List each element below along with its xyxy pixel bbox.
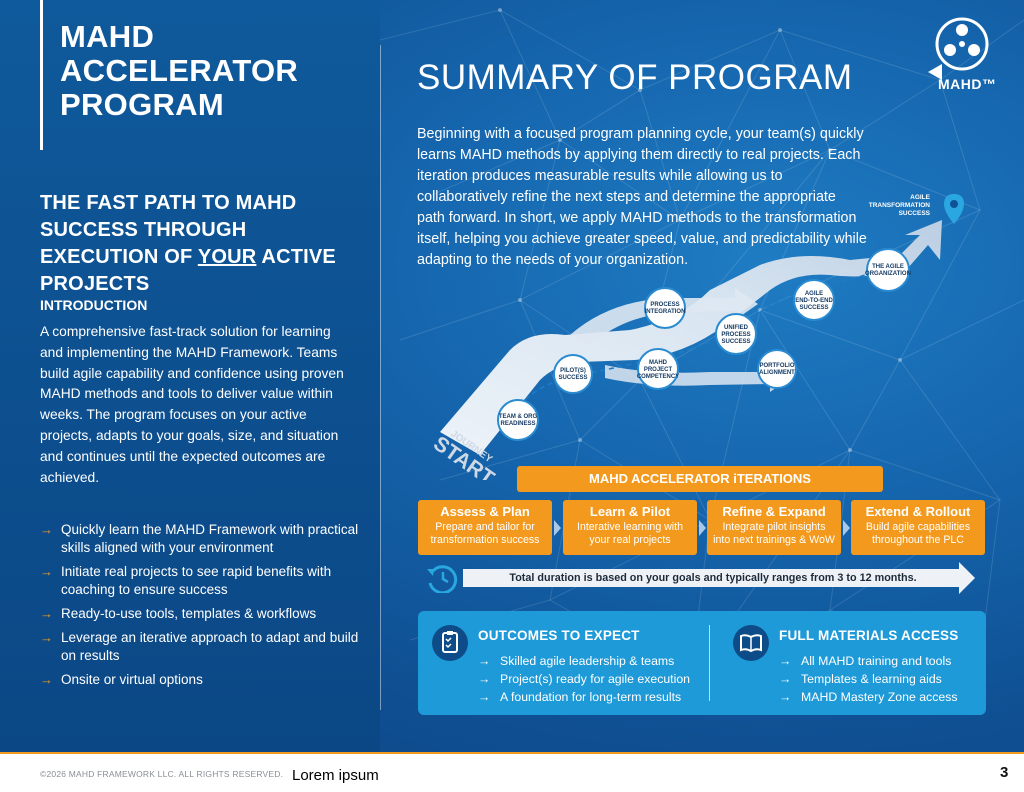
journey-diagram: JOURNEY START AGILE TRANSFORMATION SUCCE…: [429, 194, 964, 480]
duration-arrow: [463, 562, 975, 594]
svg-text:THE AGILE: THE AGILE: [872, 264, 904, 270]
phase-assess-plan: Assess & Plan Prepare and tailor for tra…: [418, 500, 552, 555]
phase-chevron-icon: [843, 520, 850, 536]
title-accent-bar: [40, 0, 43, 150]
arrow-right-icon: →: [40, 564, 53, 579]
svg-text:INTEGRATION: INTEGRATION: [645, 309, 686, 315]
phase-refine-expand: Refine & Expand Integrate pilot insights…: [707, 500, 841, 555]
list-item: →Project(s) ready for agile execution: [478, 672, 691, 686]
program-subtitle: THE FAST PATH TO MAHD SUCCESS THROUGH EX…: [40, 192, 336, 295]
milestone-team-org-readiness: TEAM & ORG READINESS: [497, 399, 539, 441]
milestone-agile-end-to-end: AGILE END-TO-END SUCCESS: [793, 279, 835, 321]
svg-text:ALIGNMENT: ALIGNMENT: [759, 370, 795, 376]
goal-label-line1: AGILE: [910, 194, 931, 201]
mahd-logo: [928, 17, 989, 80]
svg-text:PROCESS: PROCESS: [650, 302, 679, 308]
arrow-right-icon: →: [779, 654, 792, 668]
bullet-item: →Initiate real projects to see rapid ben…: [40, 564, 332, 597]
milestone-process-integration: PROCESS INTEGRATION: [644, 287, 686, 329]
arrow-right-icon: →: [779, 690, 792, 704]
list-item: →MAHD Mastery Zone access: [779, 690, 958, 704]
footer-caption: Lorem ipsum: [292, 767, 379, 784]
list-item: →All MAHD training and tools: [779, 654, 952, 668]
lower-branch-path: [605, 363, 790, 392]
outcomes-divider: [709, 625, 710, 701]
svg-text:PROCESS: PROCESS: [721, 332, 750, 338]
svg-text:PORTFOLIO: PORTFOLIO: [760, 363, 795, 369]
journey-path: [440, 220, 942, 455]
milestone-project-competency: MAHD PROJECT COMPETENCY: [637, 348, 679, 390]
copyright-text: ©2026 MAHD FRAMEWORK LLC. ALL RIGHTS RES…: [40, 769, 284, 779]
arrow-right-icon: →: [478, 690, 491, 704]
phase-chevron-icon: [699, 520, 706, 536]
milestone-agile-organization: THE AGILE ORGANIZATION: [865, 248, 911, 292]
summary-title: SUMMARY OF PROGRAM: [417, 58, 853, 97]
goal-label-line3: SUCCESS: [899, 210, 931, 217]
milestone-pilots-success: PILOT(S) SUCCESS: [553, 354, 593, 394]
svg-text:UNIFIED: UNIFIED: [724, 325, 749, 331]
phase-chevron-icon: [554, 520, 561, 536]
svg-text:ORGANIZATION: ORGANIZATION: [865, 271, 911, 277]
svg-text:END-TO-END: END-TO-END: [795, 298, 833, 304]
phase-extend-rollout: Extend & Rollout Build agile capabilitie…: [851, 500, 985, 555]
bullet-item: →Onsite or virtual options: [40, 672, 203, 687]
outcomes-title: OUTCOMES TO EXPECT: [478, 628, 640, 643]
phase-learn-pilot: Learn & Pilot Interative learning with y…: [563, 500, 697, 555]
svg-text:SUCCESS: SUCCESS: [799, 305, 828, 311]
arrow-right-icon: →: [779, 672, 792, 686]
feature-bullet-list: →Quickly learn the MAHD Framework with p…: [40, 521, 370, 695]
svg-text:PILOT(S): PILOT(S): [560, 368, 586, 374]
arrow-right-icon: →: [478, 654, 491, 668]
introduction-heading: INTRODUCTION: [40, 297, 148, 313]
left-panel: [0, 0, 380, 752]
list-item: →Templates & learning aids: [779, 672, 942, 686]
upper-branch-path: [570, 288, 758, 345]
logo-wordmark: MAHD™: [938, 76, 997, 92]
clock-icon: [427, 565, 458, 593]
location-pin-icon: [944, 194, 964, 224]
materials-list: →All MAHD training and tools →Templates …: [779, 652, 958, 706]
svg-text:SUCCESS: SUCCESS: [558, 375, 587, 381]
svg-text:COMPETENCY: COMPETENCY: [637, 374, 679, 380]
column-divider: [380, 45, 381, 710]
goal-label-line2: TRANSFORMATION: [869, 202, 931, 209]
bullet-item: →Quickly learn the MAHD Framework with p…: [40, 522, 359, 555]
svg-text:SUCCESS: SUCCESS: [721, 339, 750, 345]
svg-text:TEAM & ORG: TEAM & ORG: [499, 414, 538, 420]
list-item: →Skilled agile leadership & teams: [478, 654, 675, 668]
svg-text:AGILE: AGILE: [805, 291, 823, 297]
milestone-portfolio-alignment: PORTFOLIO ALIGNMENT: [757, 349, 797, 389]
iterations-banner: MAHD ACCELERATOR iTERATIONS: [517, 466, 883, 492]
materials-title: FULL MATERIALS ACCESS: [779, 628, 959, 643]
summary-text: Beginning with a focused program plannin…: [417, 126, 867, 268]
duration-text: Total duration is based on your goals an…: [509, 572, 917, 584]
page-number: 3: [1000, 764, 1009, 781]
subtitle-emphasis: YOUR: [197, 246, 257, 268]
bullet-item: →Ready-to-use tools, templates & workflo…: [40, 606, 317, 621]
outcomes-list: →Skilled agile leadership & teams →Proje…: [478, 652, 690, 706]
checklist-icon: [432, 625, 468, 661]
list-item: →A foundation for long-term results: [478, 690, 682, 704]
arrow-right-icon: →: [40, 630, 53, 645]
arrow-right-icon: →: [40, 522, 53, 537]
arrow-right-icon: →: [40, 606, 53, 621]
arrow-right-icon: →: [478, 672, 491, 686]
introduction-text: A comprehensive fast-track solution for …: [40, 324, 344, 485]
page-footer: ©2026 MAHD FRAMEWORK LLC. ALL RIGHTS RES…: [0, 752, 1024, 792]
svg-text:READINESS: READINESS: [500, 421, 535, 427]
arrow-right-icon: →: [40, 672, 53, 687]
svg-text:MAHD: MAHD: [649, 360, 668, 366]
outcomes-panel: OUTCOMES TO EXPECT →Skilled agile leader…: [418, 611, 986, 715]
svg-text:PROJECT: PROJECT: [644, 367, 673, 373]
program-title: MAHD ACCELERATOR PROGRAM: [60, 19, 299, 122]
book-icon: [733, 625, 769, 661]
milestone-unified-process: UNIFIED PROCESS SUCCESS: [715, 313, 757, 355]
bullet-item: →Leverage an iterative approach to adapt…: [40, 630, 359, 663]
